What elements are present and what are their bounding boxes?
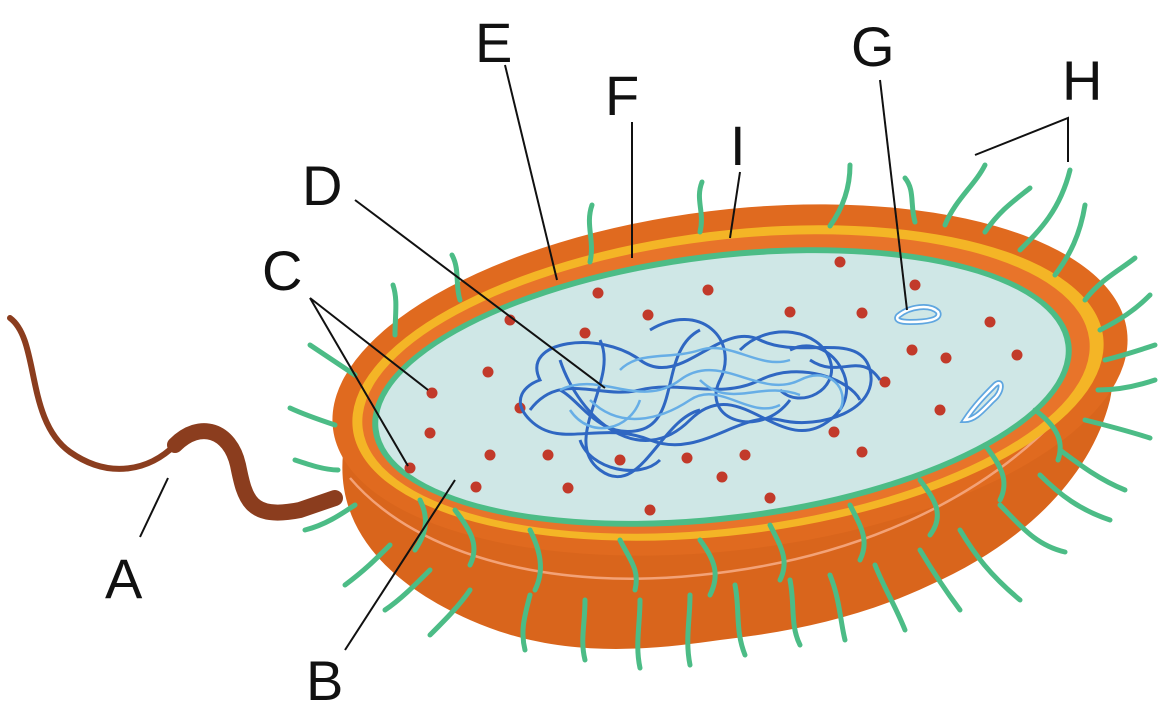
leader-line-a [140, 478, 168, 537]
label-e: E [475, 11, 512, 74]
label-c: C [262, 239, 302, 302]
label-f: F [605, 64, 639, 127]
label-a: A [105, 547, 143, 610]
label-d: D [302, 154, 342, 217]
label-b: B [306, 649, 343, 710]
label-h: H [1062, 49, 1102, 112]
flagellum [10, 318, 335, 513]
label-g: G [851, 15, 895, 78]
leader-line-h [975, 118, 1068, 162]
label-i: I [730, 114, 746, 177]
leader-line-e [505, 65, 557, 280]
